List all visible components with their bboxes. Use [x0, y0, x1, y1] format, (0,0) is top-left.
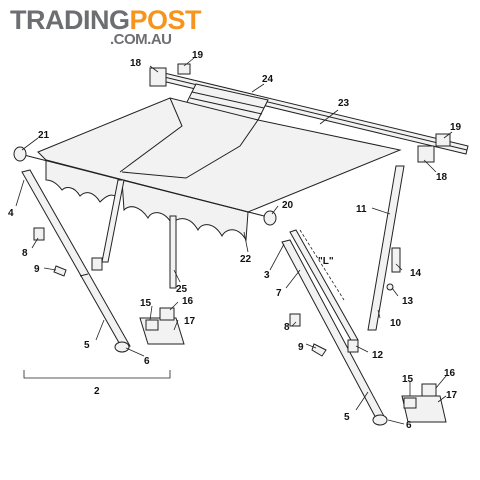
centre-pole	[169, 215, 177, 289]
roller-tube	[13, 146, 277, 226]
callout-20: 20	[282, 200, 294, 211]
callout-12: 12	[372, 350, 384, 361]
callout-11: 11	[356, 204, 367, 215]
right-arm	[281, 239, 388, 426]
callout-25: 25	[176, 284, 188, 295]
callout-9a: 9	[34, 264, 40, 275]
callout-2: 2	[94, 386, 100, 397]
callout-5a: 5	[84, 340, 90, 351]
right-mount-bracket	[401, 383, 447, 423]
callout-14: 14	[410, 268, 422, 279]
callout-4: 4	[8, 208, 14, 219]
left-mount-bracket	[139, 307, 185, 345]
callout-19b: 19	[450, 122, 462, 133]
callout-6a: 6	[144, 356, 150, 367]
callout-numbers: 18 19 24 23 19 18 21 20 22 25 4 8 9 5 6 …	[8, 50, 462, 431]
callout-5b: 5	[344, 412, 350, 423]
callout-dim-l: "L"	[318, 256, 334, 267]
callout-17b: 17	[446, 390, 458, 401]
logo-post-text: POST	[129, 5, 202, 35]
callout-9b: 9	[298, 342, 304, 353]
logo-domain-text: .COM.AU	[110, 31, 172, 48]
callout-8b: 8	[284, 322, 290, 333]
callout-15b: 15	[402, 374, 414, 385]
callout-15a: 15	[140, 298, 152, 309]
callout-17a: 17	[184, 316, 196, 327]
right-vertical-leg	[367, 165, 405, 331]
callout-16a: 16	[182, 296, 194, 307]
callout-13: 13	[402, 296, 414, 307]
callout-16b: 16	[444, 368, 456, 379]
callout-24: 24	[262, 74, 274, 85]
callout-6b: 6	[406, 420, 412, 431]
callout-10: 10	[390, 318, 402, 329]
callout-19a: 19	[192, 50, 204, 61]
callout-21: 21	[38, 130, 50, 141]
callout-3: 3	[264, 270, 270, 281]
rail-bracket-left	[149, 63, 191, 87]
callout-22: 22	[240, 254, 252, 265]
left-rafter-leg	[91, 179, 125, 271]
rail-bracket-right	[417, 133, 451, 163]
right-small-parts	[289, 283, 394, 357]
callout-18b: 18	[436, 172, 448, 183]
callout-leaders	[15, 57, 453, 425]
callout-23: 23	[338, 98, 350, 109]
callout-18a: 18	[130, 58, 142, 69]
logo-trading-text: TRADING	[10, 5, 130, 35]
callout-7: 7	[276, 288, 282, 299]
left-arm	[21, 169, 131, 353]
awning-fabric	[37, 97, 402, 242]
callout-8a: 8	[22, 248, 28, 259]
tradingpost-logo: TRADINGPOST .COM.AU	[10, 5, 202, 48]
